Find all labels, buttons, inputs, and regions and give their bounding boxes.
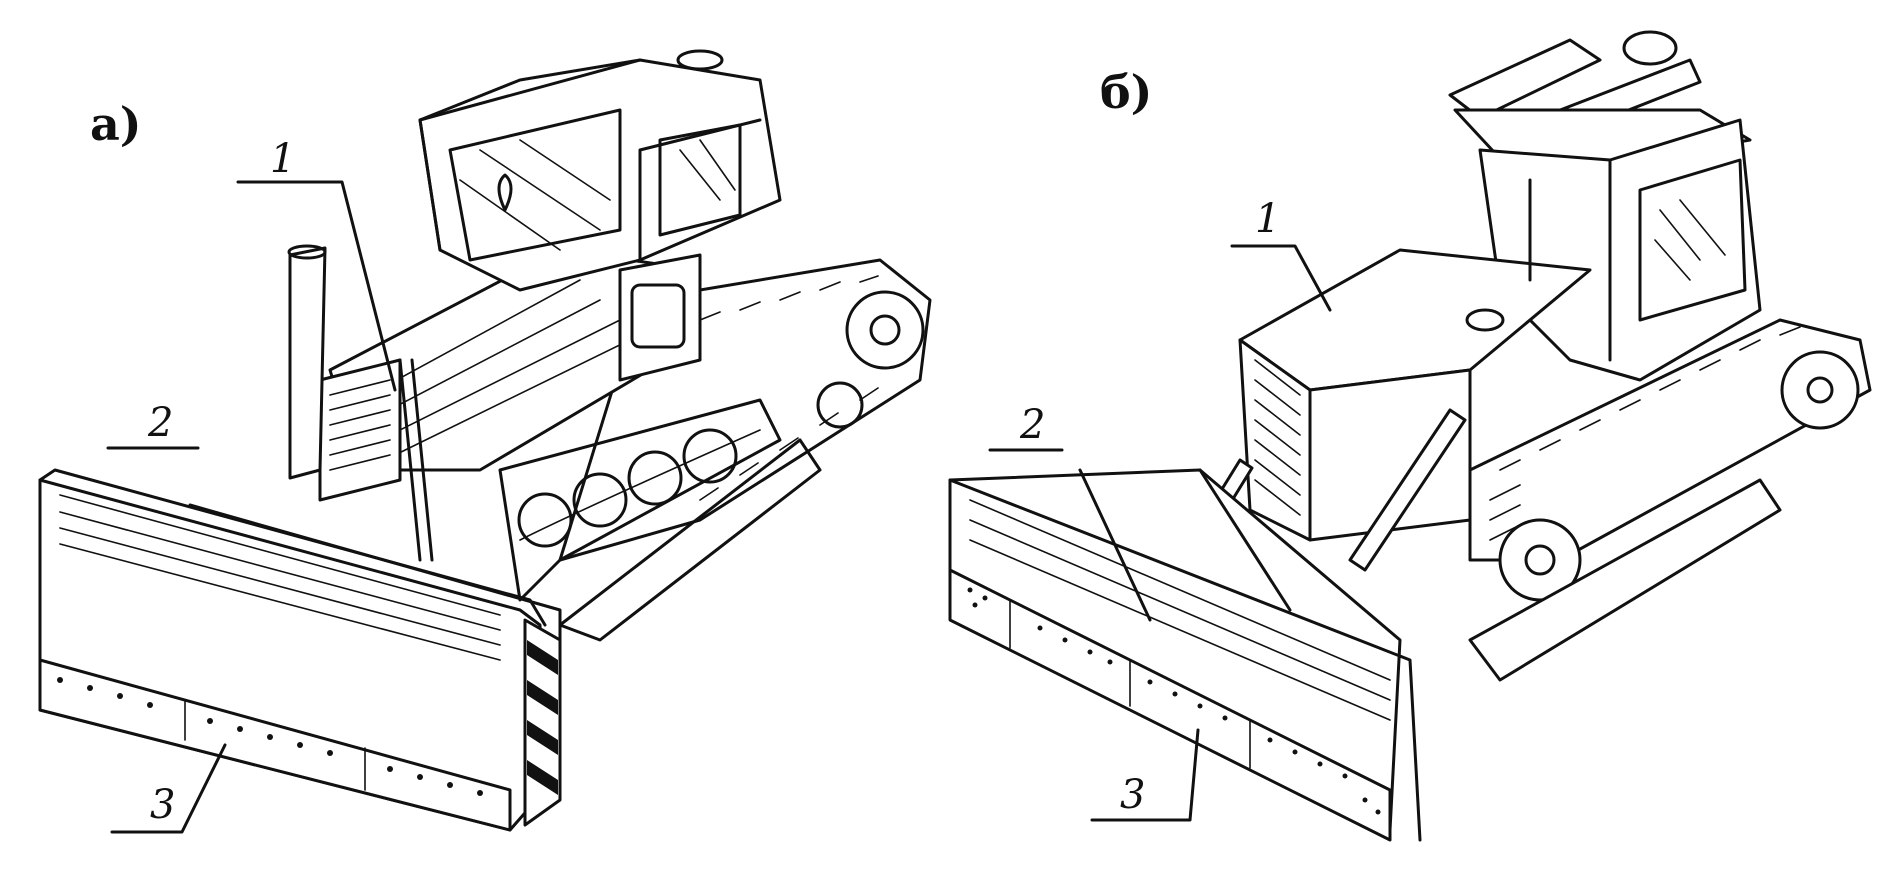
panel-b-callout-1: 1 [1255,196,1280,242]
panel-a: а) [38,49,932,834]
bulldozer-b-drawing [948,30,1872,842]
panel-a-callout-3: 3 [150,782,175,828]
panel-a-callout-2: 2 [147,400,173,446]
panel-a-callout-1: 1 [270,136,295,182]
panel-a-callouts: 1 2 3 [106,136,397,834]
panel-b-callout-2: 2 [1019,402,1045,448]
bulldozer-a-drawing [38,49,932,832]
panel-b-leader-3 [1090,728,1200,822]
panel-b-callout-3: 3 [1120,772,1145,818]
panel-b-callouts: 1 2 3 [988,196,1332,822]
panel-a-leader-1 [236,180,397,392]
panel-a-label: а) [90,97,142,151]
panel-a-leader-3 [110,743,227,834]
panel-b-label: б) [1100,65,1152,119]
panel-b-leader-1 [1230,244,1332,312]
panel-b: б) [948,30,1872,842]
